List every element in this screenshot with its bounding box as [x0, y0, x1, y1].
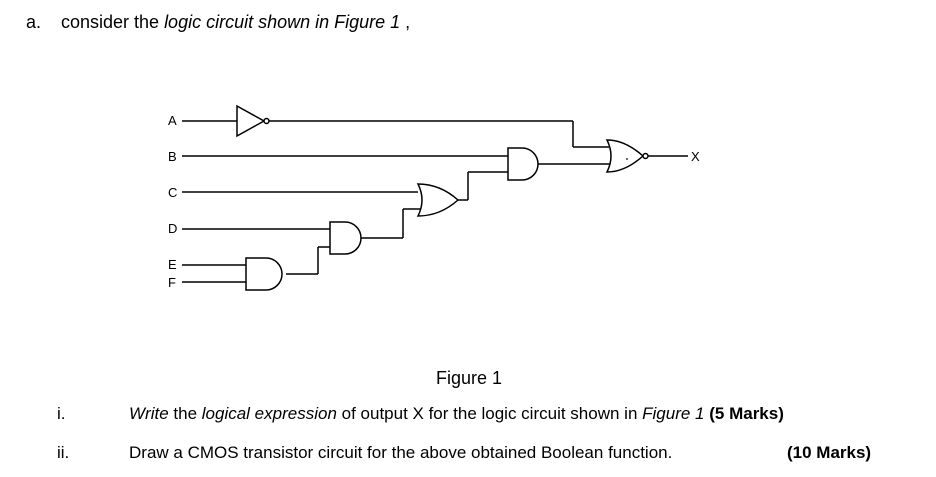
nor-gate-dot: [626, 158, 628, 160]
output-label: X: [691, 149, 700, 164]
not-gate-bubble: [263, 117, 270, 125]
or-gate-c: [416, 183, 460, 217]
item-text: Draw a CMOS transistor circuit for the a…: [129, 443, 673, 462]
nor-gate: [605, 139, 645, 173]
item-text-run: Write: [129, 404, 169, 423]
question-marker: a.: [26, 12, 42, 32]
input-label: C: [168, 185, 177, 200]
input-label: F: [168, 275, 176, 290]
item-text: Write the logical expression of output X…: [129, 404, 784, 424]
and-gate-b: [507, 147, 539, 181]
not-gate: [236, 104, 266, 138]
item-number: ii.: [57, 443, 70, 462]
item-text-run: Figure 1: [642, 404, 705, 423]
item-marks: (10 Marks): [787, 443, 872, 462]
item-number: i.: [57, 404, 66, 423]
item-text-run: the: [168, 404, 202, 423]
figure-caption: Figure 1: [436, 368, 503, 388]
circuit-labels: A B C D EF X: [168, 113, 700, 290]
logic-circuit-diagram: A B C D EF X: [168, 104, 700, 291]
item-text-run: of output X for the logic circuit shown …: [336, 404, 643, 423]
input-label: D: [168, 221, 177, 236]
and-gate-ef: [245, 257, 283, 291]
question-header: a. consider the logic circuit shown in Fi…: [26, 12, 410, 33]
item-text-run: (5 Marks): [709, 404, 784, 423]
input-label: B: [168, 149, 177, 164]
circuit-wires: [182, 120, 688, 283]
nor-gate-bubble: [642, 152, 649, 160]
question-text: consider the logic circuit shown in Figu…: [61, 12, 411, 32]
input-label: E: [168, 257, 177, 272]
input-label: A: [168, 113, 177, 128]
and-gate-d: [329, 221, 362, 255]
item-text-run: logical expression: [201, 404, 337, 423]
